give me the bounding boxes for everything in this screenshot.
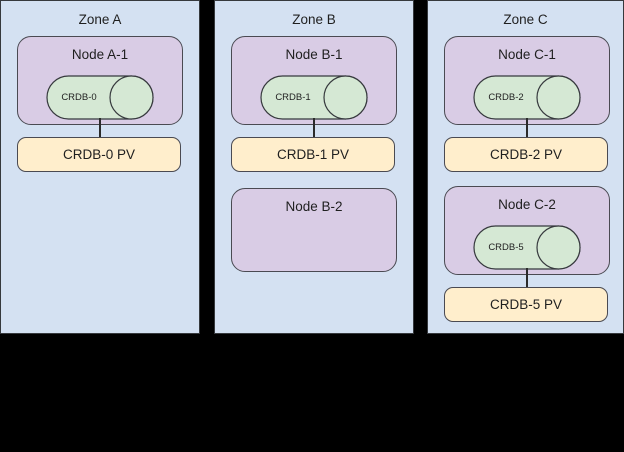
connector-crdb-5	[526, 268, 528, 288]
connector-crdb-2	[526, 118, 528, 138]
pod-label-crdb-2: CRDB-2	[488, 91, 524, 103]
pod-label-crdb-5: CRDB-5	[488, 241, 524, 253]
pv-box-crdb-0: CRDB-0 PV	[17, 137, 181, 172]
node-title-a-1: Node A-1	[71, 47, 129, 62]
zone-title-c: Zone C	[503, 12, 548, 27]
pv-label-crdb-1: CRDB-1 PV	[276, 146, 349, 162]
zone-title-b: Zone B	[292, 12, 336, 27]
node-title-b-1: Node B-1	[285, 47, 343, 62]
node-title-c-1: Node C-1	[498, 47, 556, 62]
pv-label-crdb-2: CRDB-2 PV	[489, 146, 562, 162]
connector-crdb-1	[313, 118, 315, 138]
pv-label-crdb-5: CRDB-5 PV	[489, 296, 562, 312]
pv-label-crdb-0: CRDB-0 PV	[62, 146, 135, 162]
pod-label-crdb-1: CRDB-1	[275, 91, 311, 103]
connector-crdb-0	[99, 118, 101, 138]
node-title-b-2: Node B-2	[285, 199, 343, 214]
node-box-b-2: Node B-2	[231, 188, 397, 272]
pv-box-crdb-5: CRDB-5 PV	[444, 287, 608, 322]
node-title-c-2: Node C-2	[498, 197, 556, 212]
pv-box-crdb-2: CRDB-2 PV	[444, 137, 608, 172]
zone-title-a: Zone A	[78, 12, 122, 27]
pod-cylinder-crdb-2: CRDB-2	[473, 75, 581, 120]
pod-cylinder-crdb-5: CRDB-5	[473, 225, 581, 270]
pod-cylinder-crdb-0: CRDB-0	[46, 75, 154, 120]
pod-cylinder-crdb-1: CRDB-1	[260, 75, 368, 120]
pod-label-crdb-0: CRDB-0	[61, 91, 97, 103]
pv-box-crdb-1: CRDB-1 PV	[231, 137, 395, 172]
